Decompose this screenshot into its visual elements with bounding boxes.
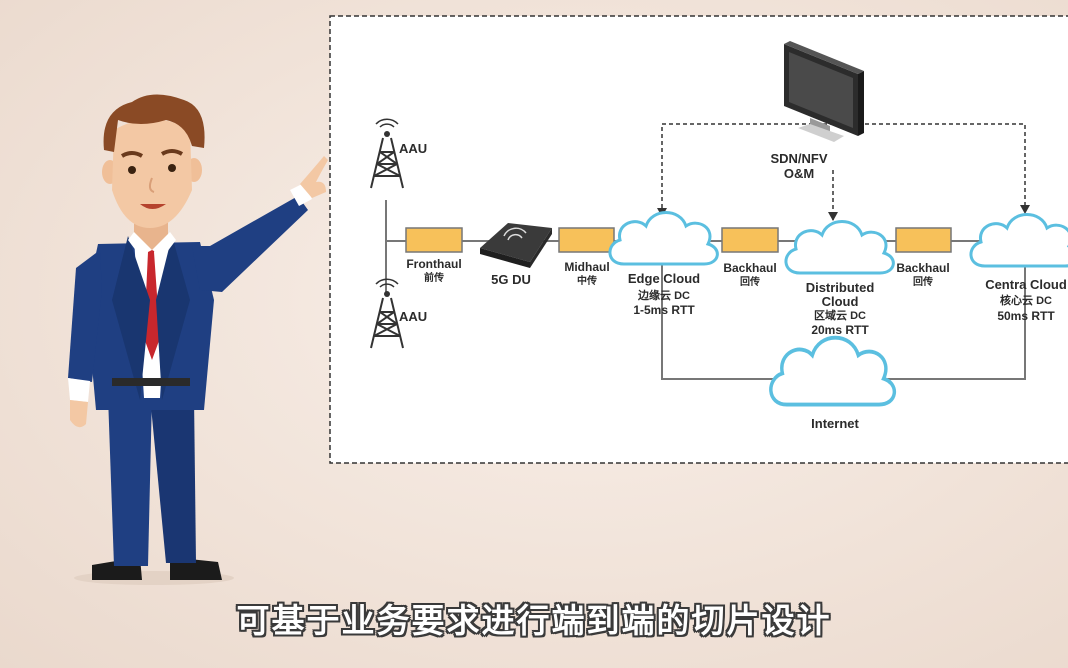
sdn-label-line2: O&M (784, 166, 814, 181)
midhaul-box (558, 227, 615, 253)
fronthaul-zh-label: 前传 (424, 271, 444, 284)
arrow-icon (828, 212, 838, 221)
central-cloud-rtt: 50ms RTT (997, 309, 1055, 323)
fronthaul-label: Fronthaul (406, 257, 461, 271)
central-cloud-zh-label: 核心云 DC (1000, 293, 1052, 307)
edge-cloud-zh-label: 边缘云 DC (637, 288, 690, 302)
du-device-icon (480, 223, 552, 268)
fronthaul-box (405, 227, 463, 253)
midhaul-zh-label: 中传 (577, 274, 597, 287)
backhaul-box-1 (721, 227, 779, 253)
presenter-illustration (68, 94, 328, 585)
distributed-cloud-zh-label: 区域云 DC (814, 308, 866, 322)
arrow-icon (1020, 205, 1030, 214)
edge-cloud-rtt: 1-5ms RTT (633, 303, 695, 317)
subtitle-caption: 可基于业务要求进行端到端的切片设计 (236, 601, 832, 640)
backhaul-2-label: Backhaul (896, 261, 949, 275)
edge-cloud-label: Edge Cloud (628, 271, 700, 286)
sdn-label-line1: SDN/NFV (770, 151, 827, 166)
midhaul-label: Midhaul (564, 260, 609, 274)
backhaul-1-label: Backhaul (723, 261, 776, 275)
du-label: 5G DU (491, 272, 531, 287)
backhaul-box-2 (895, 227, 952, 253)
monitor-icon (784, 41, 864, 142)
central-cloud-label: Centra Cloud (985, 277, 1067, 292)
aau-bottom-label: AAU (399, 309, 427, 324)
backhaul-1-zh-label: 回传 (740, 275, 760, 288)
distributed-cloud-label-line2: Cloud (822, 294, 859, 309)
aau-top-label: AAU (399, 141, 427, 156)
internet-label: Internet (811, 416, 859, 431)
backhaul-2-zh-label: 回传 (913, 275, 933, 288)
distributed-cloud-label-line1: Distributed (806, 280, 875, 295)
sdn-control-line (661, 123, 1026, 215)
distributed-cloud-rtt: 20ms RTT (811, 323, 869, 337)
